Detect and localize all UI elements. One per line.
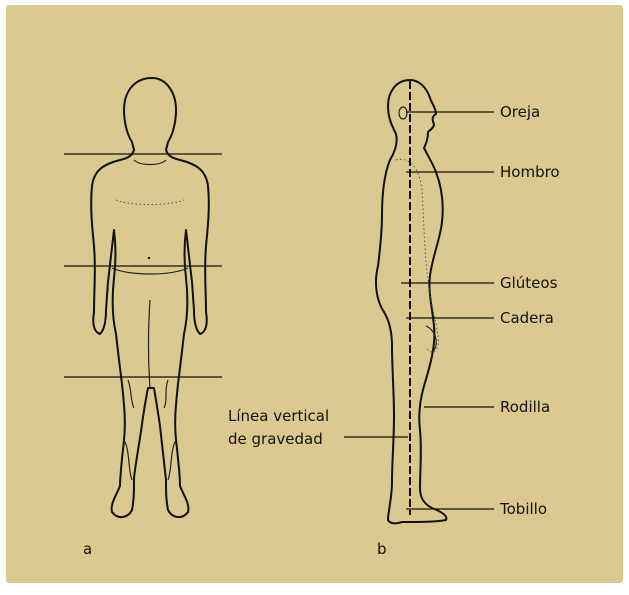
side-view-figure [376, 80, 446, 523]
gravity-label-line2: de gravedad [228, 430, 323, 448]
label-gluteos: Glúteos [500, 274, 557, 292]
panel-label-a: a [83, 540, 92, 558]
panel-label-b: b [377, 540, 387, 558]
figure-canvas: Oreja Hombro Glúteos Cadera Rodilla Tobi… [6, 5, 623, 583]
front-view-figure [91, 78, 209, 517]
label-oreja: Oreja [500, 103, 540, 121]
gravity-label-line1: Línea vertical [228, 407, 329, 425]
label-hombro: Hombro [500, 163, 560, 181]
label-tobillo: Tobillo [500, 500, 547, 518]
label-rodilla: Rodilla [500, 398, 550, 416]
label-cadera: Cadera [500, 309, 554, 327]
